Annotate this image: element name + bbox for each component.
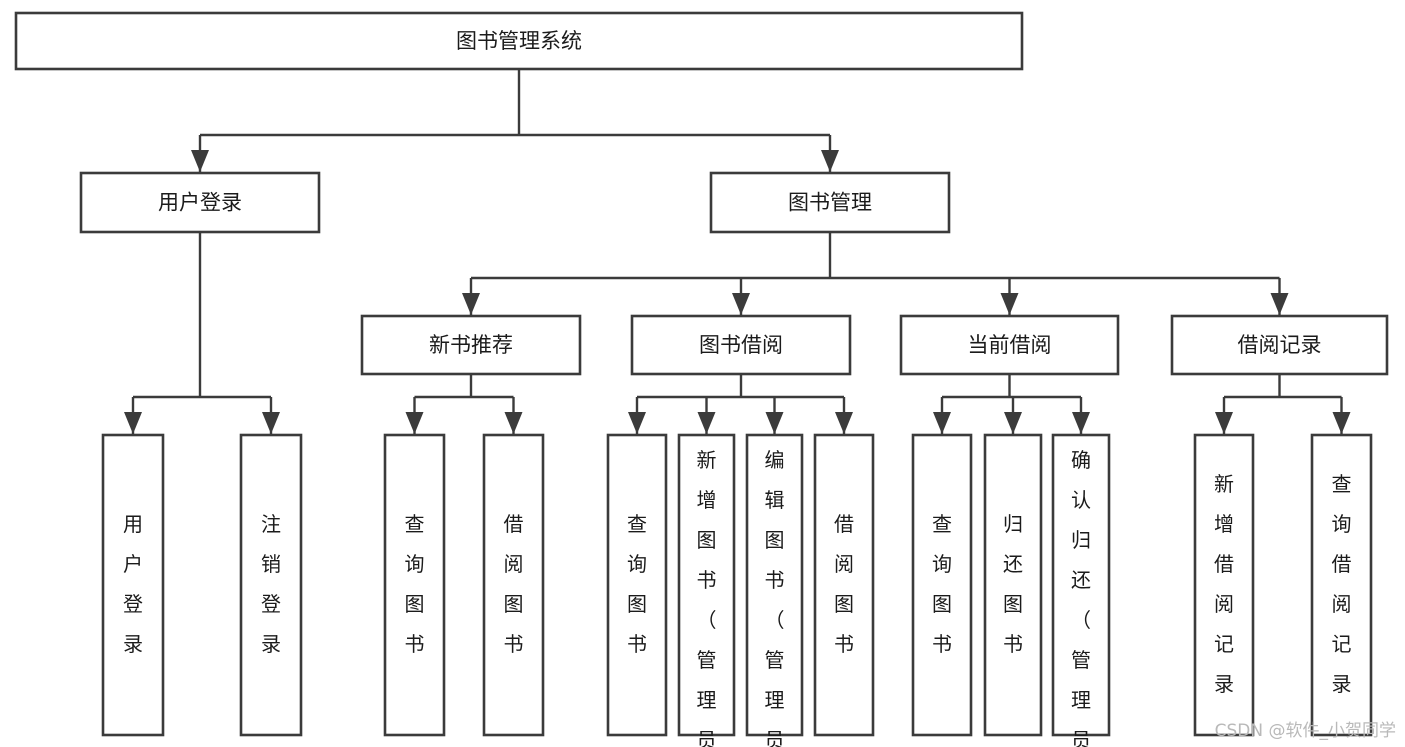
node-label: 当前借阅	[968, 333, 1052, 357]
node-leaf-borrow-book-rec[interactable]: 借阅图书	[482, 433, 545, 737]
csdn-watermark: CSDN @软件_小贺同学	[1215, 721, 1396, 741]
node-user-login[interactable]: 用户登录	[79, 171, 321, 234]
node-label: 查询借阅记录	[1332, 472, 1352, 696]
node-label: 用户登录	[123, 512, 143, 656]
arrow-head-icon	[821, 150, 839, 172]
node-leaf-query-book-borrow[interactable]: 查询图书	[606, 433, 668, 737]
node-label: 归还图书	[1003, 512, 1023, 656]
arrow-head-icon	[835, 412, 853, 434]
node-box	[383, 433, 446, 737]
node-label: 新增借阅记录	[1214, 472, 1234, 696]
node-label: 新书推荐	[429, 333, 513, 357]
node-label: 确认归还（管理员）	[1071, 448, 1091, 747]
arrow-head-icon	[262, 412, 280, 434]
arrow-head-icon	[124, 412, 142, 434]
node-label: 查询图书	[627, 512, 647, 656]
node-leaf-return-book[interactable]: 归还图书	[983, 433, 1043, 737]
arrow-head-icon	[933, 412, 951, 434]
watermark-layer: CSDN @软件_小贺同学	[1215, 721, 1396, 741]
node-label: 借阅记录	[1238, 333, 1322, 357]
node-leaf-confirm-return[interactable]: 确认归还（管理员）	[1051, 433, 1111, 747]
node-box	[745, 433, 804, 737]
arrow-head-icon	[1332, 412, 1351, 434]
node-box	[79, 171, 321, 234]
node-box	[709, 171, 951, 234]
node-label: 注销登录	[261, 512, 281, 656]
node-borrow-record[interactable]: 借阅记录	[1170, 314, 1389, 376]
node-label: 用户登录	[158, 191, 242, 215]
node-leaf-query-book-cur[interactable]: 查询图书	[911, 433, 973, 737]
arrow-head-icon	[1072, 412, 1090, 434]
arrow-head-icon	[765, 412, 784, 434]
node-leaf-borrow-book[interactable]: 借阅图书	[813, 433, 875, 737]
arrow-head-icon	[1215, 412, 1233, 434]
node-box	[1051, 433, 1111, 737]
node-leaf-edit-book[interactable]: 编辑图书（管理员）	[745, 433, 804, 747]
arrow-head-icon	[1270, 293, 1289, 315]
node-book-manage[interactable]: 图书管理	[709, 171, 951, 234]
node-box	[101, 433, 165, 737]
node-box	[899, 314, 1120, 376]
node-box	[630, 314, 852, 376]
node-box	[360, 314, 582, 376]
node-box	[14, 11, 1024, 71]
node-box	[983, 433, 1043, 737]
node-label: 图书管理系统	[456, 29, 582, 53]
node-label: 查询图书	[405, 512, 425, 656]
node-current-borrow[interactable]: 当前借阅	[899, 314, 1120, 376]
node-leaf-query-book-rec[interactable]: 查询图书	[383, 433, 446, 737]
arrow-head-icon	[1000, 293, 1019, 315]
node-box	[1310, 433, 1373, 737]
node-leaf-query-record[interactable]: 查询借阅记录	[1310, 433, 1373, 737]
arrow-head-icon	[697, 412, 716, 434]
arrow-head-icon	[462, 293, 480, 315]
connector-layer	[124, 69, 1351, 434]
node-box	[606, 433, 668, 737]
node-label: 图书管理	[788, 191, 872, 215]
node-label: 借阅图书	[834, 512, 854, 656]
node-box	[911, 433, 973, 737]
node-leaf-add-book[interactable]: 新增图书（管理员）	[677, 433, 736, 747]
node-box	[1170, 314, 1389, 376]
node-box	[677, 433, 736, 737]
node-label: 查询图书	[932, 512, 952, 656]
node-box	[482, 433, 545, 737]
arrow-head-icon	[732, 293, 750, 315]
arrow-head-icon	[405, 412, 424, 434]
node-leaf-user-login[interactable]: 用户登录	[101, 433, 165, 737]
node-box	[1193, 433, 1255, 737]
arrow-head-icon	[504, 412, 523, 434]
arrow-head-icon	[1004, 412, 1022, 434]
node-new-book-recommend[interactable]: 新书推荐	[360, 314, 582, 376]
node-label: 新增图书（管理员）	[697, 448, 717, 747]
node-label: 编辑图书（管理员）	[765, 448, 785, 747]
node-layer: 图书管理系统用户登录图书管理新书推荐图书借阅当前借阅借阅记录用户登录注销登录查询…	[14, 11, 1389, 747]
arrow-head-icon	[191, 150, 209, 172]
arrow-head-icon	[628, 412, 646, 434]
node-root[interactable]: 图书管理系统	[14, 11, 1024, 71]
node-label: 图书借阅	[699, 333, 783, 357]
node-book-borrow[interactable]: 图书借阅	[630, 314, 852, 376]
node-box	[239, 433, 303, 737]
node-label: 借阅图书	[504, 512, 524, 656]
node-leaf-add-record[interactable]: 新增借阅记录	[1193, 433, 1255, 737]
node-leaf-user-logout[interactable]: 注销登录	[239, 433, 303, 737]
node-box	[813, 433, 875, 737]
